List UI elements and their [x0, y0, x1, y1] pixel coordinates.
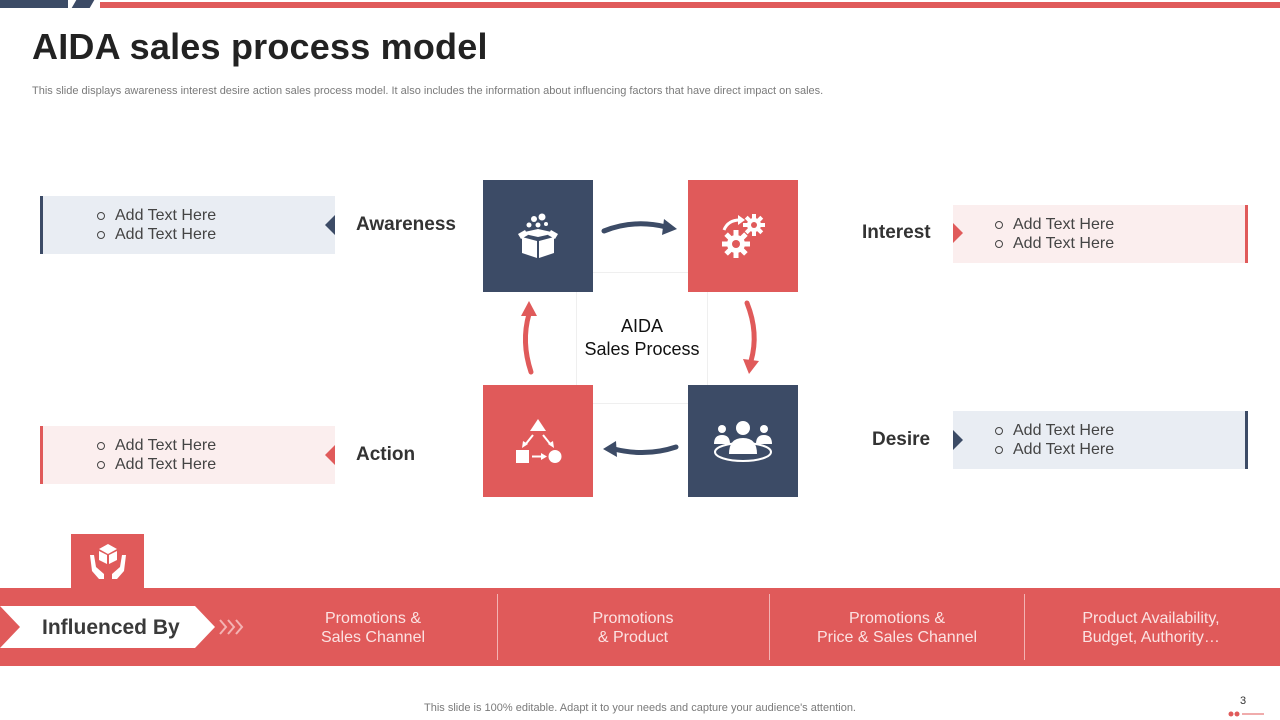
arrow-interest-to-desire [743, 300, 759, 374]
list-item: Add Text Here [993, 234, 1245, 253]
top-decoration-dark [0, 0, 68, 8]
factor-line1: Promotions & [324, 610, 422, 627]
list-item: Add Text Here [95, 436, 335, 455]
influenced-banner-shape [0, 606, 215, 648]
action-label: Action [356, 444, 416, 465]
interest-pointer [953, 223, 963, 243]
shapes-flow-icon [516, 419, 562, 463]
top-decoration-slash [71, 0, 95, 8]
interest-label: Interest [862, 222, 931, 243]
center-label: AIDA Sales Process [576, 315, 708, 361]
action-text-box: Add Text Here Add Text Here [40, 426, 335, 484]
page-subtitle: This slide displays awareness interest d… [32, 85, 824, 97]
influence-factor-4: Product Availability, Budget, Authority… [1025, 609, 1277, 647]
page-title: AIDA sales process model [32, 26, 488, 67]
divider [497, 594, 498, 660]
factor-line1: Product Availability, [1082, 610, 1220, 627]
factor-line2: Sales Channel [320, 629, 426, 646]
top-decoration-red [100, 2, 1280, 8]
list-item: Add Text Here [993, 421, 1245, 440]
factor-line2: Price & Sales Channel [816, 629, 978, 646]
list-item: Add Text Here [993, 440, 1245, 459]
divider [1024, 594, 1025, 660]
desire-text-box: Add Text Here Add Text Here [953, 411, 1248, 469]
desire-tile [688, 385, 798, 497]
factor-line1: Promotions [592, 610, 674, 627]
list-item: Add Text Here [95, 225, 335, 244]
center-label-line1: AIDA [620, 316, 663, 336]
page-dots-decoration [1228, 711, 1264, 717]
list-item: Add Text Here [95, 455, 335, 474]
factor-line2: & Product [597, 629, 669, 646]
page-number: 3 [1240, 695, 1247, 707]
interest-tile [688, 180, 798, 292]
factor-line1: Promotions & [848, 610, 946, 627]
hands-box-icon [89, 544, 126, 579]
center-frame [576, 272, 708, 404]
list-item: Add Text Here [993, 215, 1245, 234]
arrow-desire-to-action [603, 441, 679, 457]
divider [769, 594, 770, 660]
factor-line2: Budget, Authority… [1082, 629, 1220, 646]
influenced-label: Influenced By [42, 616, 180, 639]
awareness-label: Awareness [356, 214, 456, 235]
box-icon [518, 213, 558, 258]
gears-icon [722, 214, 765, 258]
desire-pointer [953, 430, 963, 450]
influenced-icon-tile [71, 534, 144, 588]
footer-note: This slide is 100% editable. Adapt it to… [424, 702, 856, 714]
awareness-tile [483, 180, 593, 292]
action-pointer [325, 445, 335, 465]
arrow-awareness-to-interest [601, 219, 677, 235]
interest-text-box: Add Text Here Add Text Here [953, 205, 1248, 263]
influence-factor-3: Promotions & Price & Sales Channel [770, 609, 1024, 647]
influence-factor-1: Promotions & Sales Channel [250, 609, 496, 647]
center-label-line2: Sales Process [584, 339, 700, 359]
list-item: Add Text Here [95, 206, 335, 225]
chevrons-icon [219, 619, 244, 635]
desire-label: Desire [872, 429, 931, 450]
awareness-text-box: Add Text Here Add Text Here [40, 196, 335, 254]
action-tile [483, 385, 593, 497]
influence-factor-2: Promotions & Product [498, 609, 768, 647]
arrow-action-to-awareness [521, 301, 537, 375]
group-icon [714, 421, 772, 462]
awareness-pointer [325, 215, 335, 235]
